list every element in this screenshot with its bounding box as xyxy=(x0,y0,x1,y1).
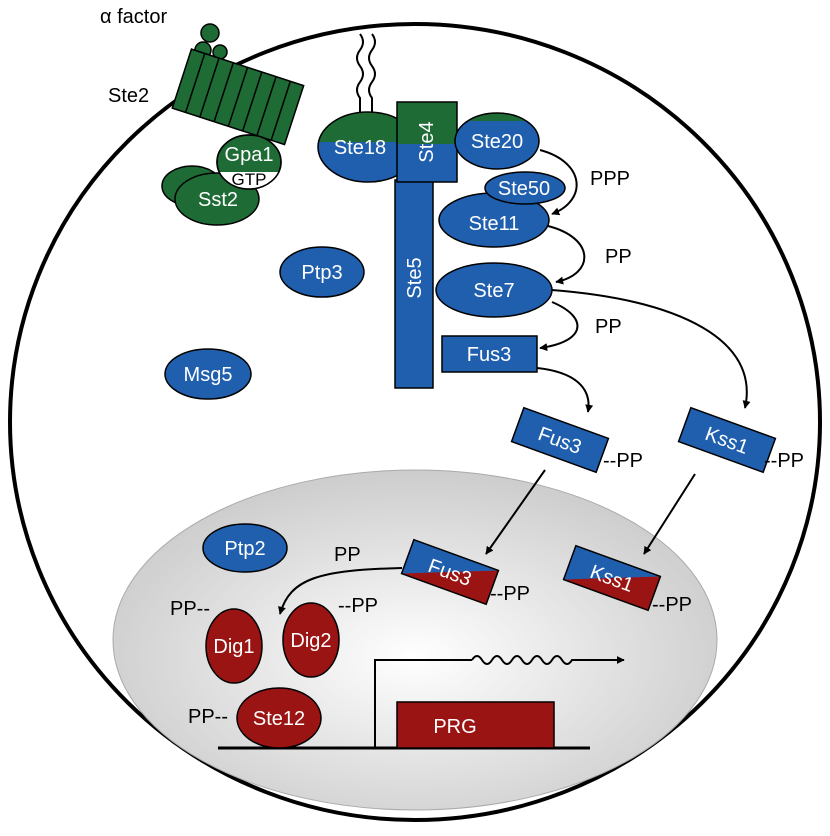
pp-ste12-label: PP-- xyxy=(188,706,228,728)
dig2-protein xyxy=(282,602,340,678)
fus3-nuc-box xyxy=(400,538,500,606)
membrane-anchor-squiggle-2 xyxy=(368,33,376,112)
ste12-label: Ste12 xyxy=(253,708,305,730)
gtp-label: GTP xyxy=(232,170,267,189)
fus3-scaffold-box xyxy=(441,335,538,373)
ste11-label: Ste11 xyxy=(469,213,520,235)
mrna-transcript xyxy=(471,655,625,665)
dig1-protein xyxy=(205,608,263,684)
pp-ste11-ste7-label: PP xyxy=(605,246,632,268)
ptp3-label: Ptp3 xyxy=(301,262,342,284)
arrow-fus3-fus3 xyxy=(536,367,594,413)
ste50-label: Ste50 xyxy=(498,178,550,200)
pp-kss1-cyto-label: --PP xyxy=(764,450,804,472)
ste18-label: Ste18 xyxy=(334,137,386,159)
ptp2-label: Ptp2 xyxy=(224,538,265,560)
arrow-ste7-kss1 xyxy=(551,289,751,409)
kss1-cyto-box xyxy=(677,406,777,474)
fus3-scaffold-label: Fus3 xyxy=(467,344,511,366)
pp-fus3-cyto-label: --PP xyxy=(603,450,643,472)
pp-dig2-label: --PP xyxy=(338,595,378,617)
dig1-label: Dig1 xyxy=(213,636,254,658)
msg5-protein xyxy=(164,348,252,400)
ste4-label: Ste4 xyxy=(416,121,438,162)
dig2-label: Dig2 xyxy=(290,630,331,652)
ste2-receptor xyxy=(171,48,305,146)
ste2-label: Ste2 xyxy=(108,85,149,107)
pp-ste7-fus3-label: PP xyxy=(595,316,622,338)
ste5-label: Ste5 xyxy=(404,257,426,298)
ste50-protein xyxy=(484,171,566,205)
arrow-ste11-ste7 xyxy=(547,225,586,285)
msg5-label: Msg5 xyxy=(184,364,233,386)
ste5-scaffold xyxy=(394,179,434,389)
gpa1-label: Gpa1 xyxy=(225,144,274,166)
ste4-protein xyxy=(396,101,458,183)
transcription-start xyxy=(374,659,472,748)
gpa1-protein xyxy=(216,134,282,190)
pp-fus3-nuc-label: --PP xyxy=(490,583,530,605)
ptp2-protein xyxy=(202,523,288,573)
ppp-label: PPP xyxy=(590,168,630,190)
pp-kss1-nuc-label: --PP xyxy=(652,594,692,616)
prg-label: PRG xyxy=(433,716,476,738)
sst2-label: Sst2 xyxy=(198,189,238,211)
prg-gene xyxy=(396,701,555,749)
nucleus xyxy=(112,469,718,811)
ste12-protein xyxy=(236,687,322,749)
arrow-ste20-ste11 xyxy=(539,149,578,216)
arrow-kss1-import xyxy=(643,473,696,555)
ste7-label: Ste7 xyxy=(473,280,514,302)
pp-nuc-arrow-label: PP xyxy=(334,544,361,566)
arrow-ste7-fus3 xyxy=(539,301,579,352)
ste20-label: Ste20 xyxy=(471,131,523,153)
fus3-cyto-box xyxy=(510,406,610,474)
pp-dig1-label: PP-- xyxy=(170,598,210,620)
membrane-anchor-squiggle xyxy=(356,33,364,112)
ste20-protein xyxy=(454,112,540,170)
kss1-nuc-box xyxy=(562,544,662,612)
ptp3-protein xyxy=(279,246,365,298)
arrow-fus3-dig xyxy=(278,567,403,615)
alpha-factor-label: α factor xyxy=(100,6,167,28)
arrow-fus3-import xyxy=(485,469,546,555)
